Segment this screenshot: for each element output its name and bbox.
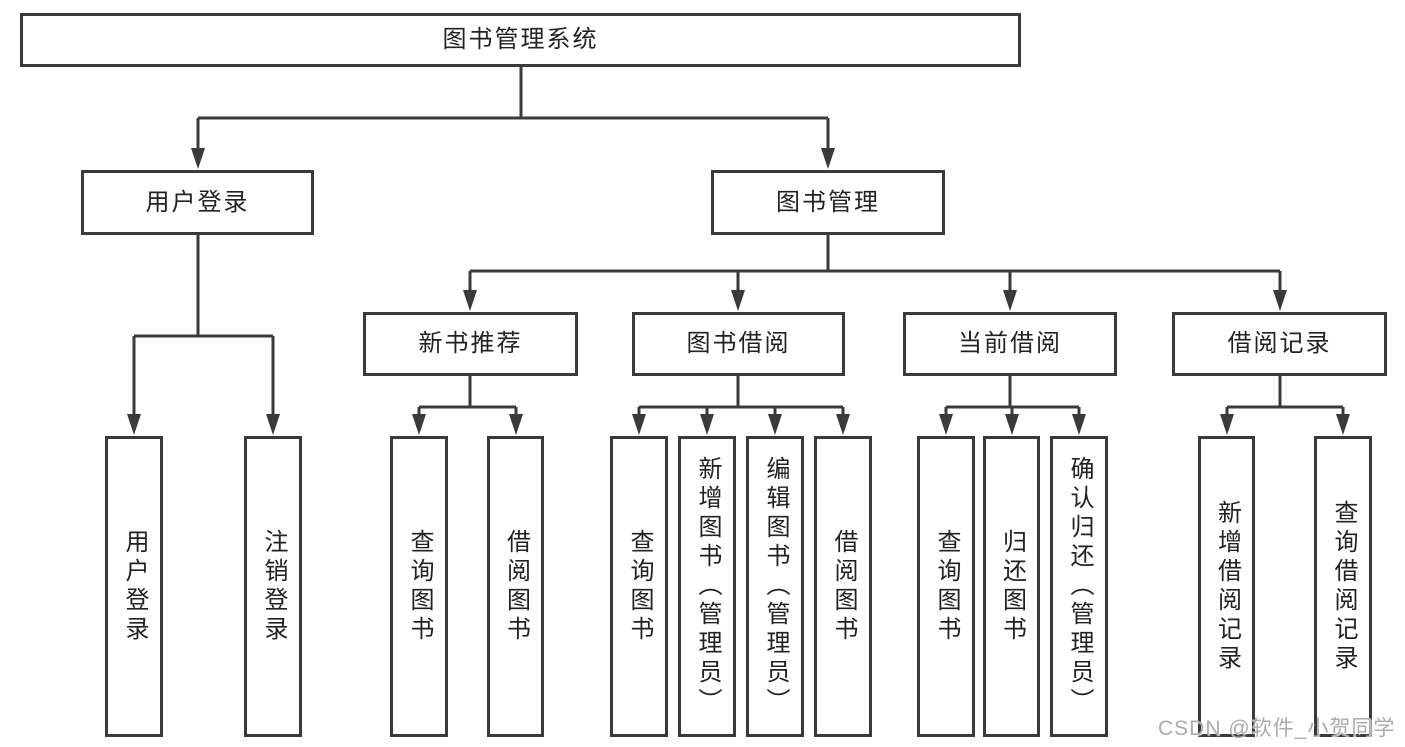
node-book-management: 图书管理 [711, 170, 945, 235]
connector-new-book-recommend-to-children [417, 376, 518, 414]
connector-current-borrow-to-children [944, 376, 1081, 414]
connector-root-to-level2 [196, 67, 830, 148]
node-user-login-leaf: 用户登录 [105, 436, 163, 737]
node-library-management-system: 图书管理系统 [20, 13, 1021, 67]
connector-borrow-records-to-children [1225, 376, 1345, 414]
node-query-books-recommend: 查询图书 [390, 436, 448, 737]
node-user-login: 用户登录 [81, 170, 314, 235]
node-book-borrow: 图书借阅 [632, 312, 845, 376]
node-logout-leaf: 注销登录 [244, 436, 302, 737]
node-return-books: 归还图书 [983, 436, 1040, 737]
node-query-books-current: 查询图书 [917, 436, 975, 737]
node-borrow-books-leaf: 借阅图书 [814, 436, 872, 737]
node-add-books-admin: 新增图书（管理员） [678, 436, 736, 737]
node-new-book-recommend: 新书推荐 [363, 312, 578, 376]
csdn-watermark: CSDN @软件_小贺同学 [1158, 717, 1396, 740]
node-edit-books-admin: 编辑图书（管理员） [746, 436, 804, 737]
node-add-borrow-record: 新增借阅记录 [1198, 436, 1255, 737]
connector-user-login-to-children [132, 235, 275, 414]
node-confirm-return-admin: 确认归还（管理员） [1050, 436, 1108, 737]
connector-book-borrow-to-children [637, 376, 845, 414]
node-current-borrow: 当前借阅 [903, 312, 1117, 376]
node-query-books-borrow: 查询图书 [610, 436, 668, 737]
node-borrow-records: 借阅记录 [1172, 312, 1387, 376]
node-borrow-books-recommend: 借阅图书 [487, 436, 544, 737]
node-query-borrow-record: 查询借阅记录 [1314, 436, 1372, 737]
connector-book-management-to-children [468, 235, 1282, 290]
